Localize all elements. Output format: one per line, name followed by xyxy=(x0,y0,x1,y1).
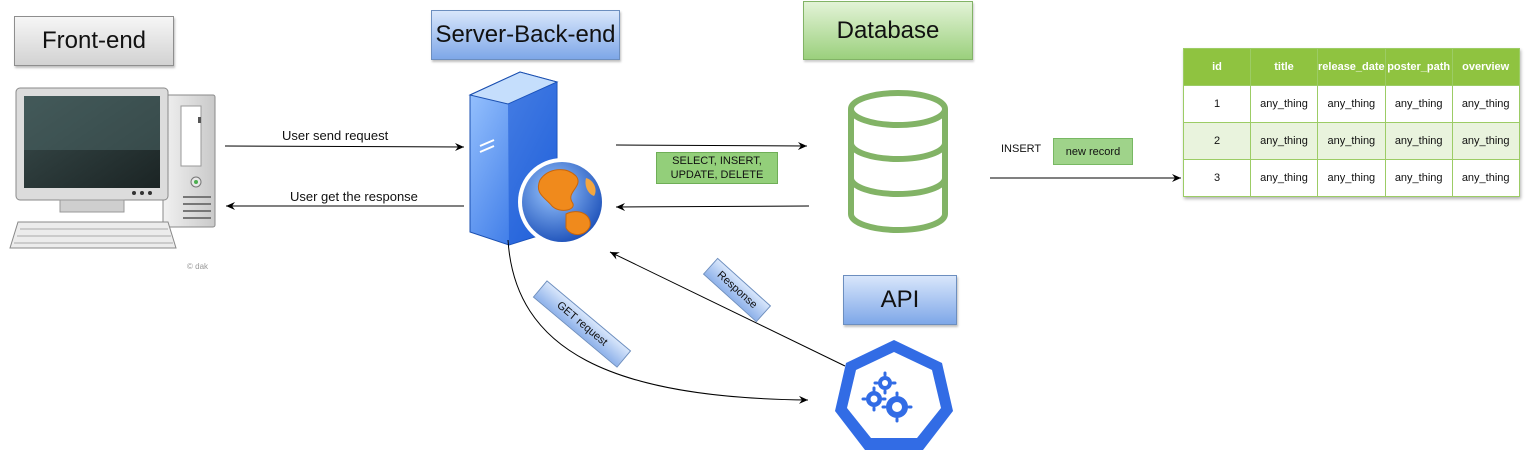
table-cell: any_thing xyxy=(1451,122,1520,160)
table-cell: 1 xyxy=(1183,85,1251,123)
computer-icon: © dak xyxy=(9,87,216,271)
column-header: release_date xyxy=(1317,48,1386,86)
table-cell: 3 xyxy=(1183,159,1251,197)
table-cell: any_thing xyxy=(1451,159,1520,197)
table-cell: any_thing xyxy=(1250,85,1318,123)
insert-label: INSERT xyxy=(1001,143,1042,155)
table-cell: any_thing xyxy=(1250,122,1318,160)
table-cell: any_thing xyxy=(1317,85,1386,123)
table-cell: any_thing xyxy=(1250,159,1318,197)
sql-operations-line1: SELECT, INSERT, xyxy=(672,155,762,167)
connectors xyxy=(224,141,1181,404)
computer-watermark: © dak xyxy=(187,262,209,271)
column-header: title xyxy=(1250,48,1318,86)
sql-operations-box: SELECT, INSERT, UPDATE, DELETE xyxy=(656,152,778,184)
table-row: 3 any_thing any_thing any_thing any_thin… xyxy=(1183,159,1520,197)
frontend-header: Front-end xyxy=(14,16,174,66)
database-icon xyxy=(848,90,948,233)
table-header-row: id title release_date poster_path overvi… xyxy=(1183,48,1520,86)
table-cell: any_thing xyxy=(1384,85,1453,123)
db-response-arrow xyxy=(615,202,810,211)
column-header: id xyxy=(1183,48,1251,86)
globe-icon xyxy=(518,158,606,246)
table-cell: any_thing xyxy=(1317,122,1386,160)
get-response-label: User get the response xyxy=(290,189,418,204)
send-request-arrow xyxy=(224,142,465,151)
column-header: poster_path xyxy=(1384,48,1453,86)
table-cell: any_thing xyxy=(1317,159,1386,197)
table-cell: 2 xyxy=(1183,122,1251,160)
table-cell: any_thing xyxy=(1384,122,1453,160)
table-row: 1 any_thing any_thing any_thing any_thin… xyxy=(1183,85,1520,123)
get-request-curve xyxy=(507,239,809,404)
sql-arrow xyxy=(615,141,808,150)
table-cell: any_thing xyxy=(1384,159,1453,197)
records-table: id title release_date poster_path overvi… xyxy=(1183,48,1520,197)
column-header: overview xyxy=(1451,48,1520,86)
server-header: Server-Back-end xyxy=(431,10,620,60)
table-cell: any_thing xyxy=(1451,85,1520,123)
table-row: 2 any_thing any_thing any_thing any_thin… xyxy=(1183,122,1520,160)
database-header: Database xyxy=(803,1,973,60)
api-response-arrow xyxy=(609,251,846,367)
new-record-box: new record xyxy=(1053,138,1133,165)
send-request-label: User send request xyxy=(282,128,389,143)
sql-operations-line2: UPDATE, DELETE xyxy=(670,169,764,181)
api-gears-icon xyxy=(835,340,953,450)
api-header: API xyxy=(843,275,957,325)
